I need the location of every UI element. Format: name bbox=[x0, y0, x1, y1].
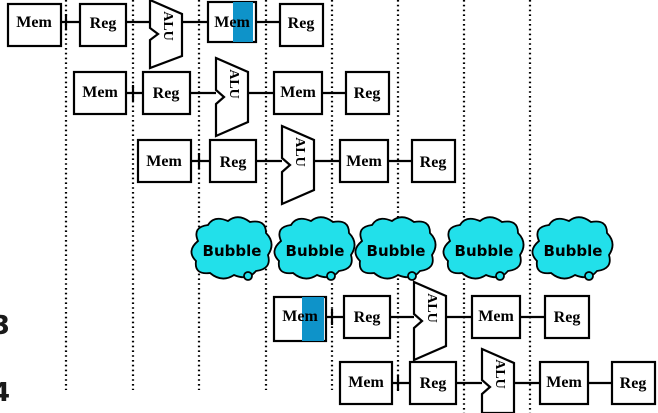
bubble-cloud: Bubble bbox=[531, 216, 614, 281]
reg-label: Reg bbox=[288, 15, 315, 32]
mem-label: Mem bbox=[546, 374, 582, 391]
alu-shape bbox=[412, 280, 448, 362]
instruction-number: 4 bbox=[0, 378, 10, 408]
alu-label: ALU bbox=[226, 69, 241, 99]
reg-label: Reg bbox=[354, 309, 381, 326]
reg-label: Reg bbox=[420, 375, 447, 392]
instruction-row-3: Mem Reg ALU Mem Reg bbox=[136, 124, 457, 206]
alu-label: ALU bbox=[492, 359, 507, 389]
bubble-label: Bubble bbox=[203, 242, 262, 260]
bubble-cloud: Bubble bbox=[190, 216, 273, 281]
instruction-number: 3 bbox=[0, 311, 10, 341]
reg-box bbox=[610, 360, 657, 406]
bubble-label: Bubble bbox=[367, 242, 426, 260]
bubble-label: Bubble bbox=[286, 242, 345, 260]
reg-box bbox=[342, 294, 392, 340]
cycle-guides bbox=[64, 0, 532, 413]
bubble-cloud: Bubble bbox=[273, 216, 356, 281]
reg-label: Reg bbox=[620, 375, 647, 392]
instruction-row-4: Mem Reg ALU Mem Reg bbox=[272, 280, 591, 362]
reg-box bbox=[543, 294, 591, 340]
reg-label: Reg bbox=[90, 15, 117, 32]
mem-box bbox=[6, 2, 63, 48]
alu-shape bbox=[280, 124, 316, 206]
mem-box bbox=[272, 70, 324, 116]
mem-box bbox=[338, 360, 394, 406]
instruction-row-1: Mem Reg ALU Mem Reg bbox=[6, 0, 325, 70]
reg-box bbox=[408, 360, 458, 406]
mem-box bbox=[470, 294, 522, 340]
instruction-row-5: Mem Reg ALU Mem Reg bbox=[338, 347, 657, 413]
alu-shape bbox=[480, 347, 516, 413]
mem-box bbox=[136, 138, 193, 184]
reg-box bbox=[410, 138, 457, 184]
mem-label: Mem bbox=[478, 308, 514, 325]
reg-box bbox=[278, 2, 325, 48]
bubble-row: Bubble Bubble Bubble Bubble Bubble bbox=[190, 216, 614, 281]
alu-label: ALU bbox=[424, 293, 439, 323]
mem-label: Mem bbox=[346, 153, 382, 170]
mem-label: Mem bbox=[82, 84, 118, 101]
mem-highlight bbox=[233, 2, 253, 42]
reg-box bbox=[208, 138, 258, 184]
bubble-cloud: Bubble bbox=[354, 216, 437, 281]
reg-box bbox=[78, 2, 128, 48]
mem-box bbox=[538, 360, 590, 406]
reg-label: Reg bbox=[220, 154, 247, 171]
reg-box bbox=[141, 70, 192, 116]
mem-label: Mem bbox=[16, 14, 52, 31]
mem-label: Mem bbox=[214, 14, 250, 31]
mem-box bbox=[72, 70, 128, 116]
reg-label: Reg bbox=[420, 154, 447, 171]
mem-box bbox=[338, 138, 390, 184]
alu-label: ALU bbox=[160, 11, 175, 41]
mem-highlight bbox=[302, 297, 324, 341]
reg-label: Reg bbox=[554, 309, 581, 326]
alu-shape bbox=[214, 56, 250, 138]
instruction-row-2: Mem Reg ALU Mem Reg bbox=[72, 56, 391, 138]
mem-label: Mem bbox=[282, 308, 318, 325]
reg-label: Reg bbox=[153, 85, 180, 102]
reg-box bbox=[344, 70, 391, 116]
mem-label: Mem bbox=[348, 374, 384, 391]
bubble-label: Bubble bbox=[544, 242, 603, 260]
alu-label: ALU bbox=[292, 137, 307, 167]
mem-label: Mem bbox=[146, 153, 182, 170]
bubble-cloud: Bubble bbox=[442, 216, 525, 281]
mem-label: Mem bbox=[280, 84, 316, 101]
reg-label: Reg bbox=[354, 85, 381, 102]
bubble-label: Bubble bbox=[455, 242, 514, 260]
alu-shape bbox=[148, 0, 184, 70]
